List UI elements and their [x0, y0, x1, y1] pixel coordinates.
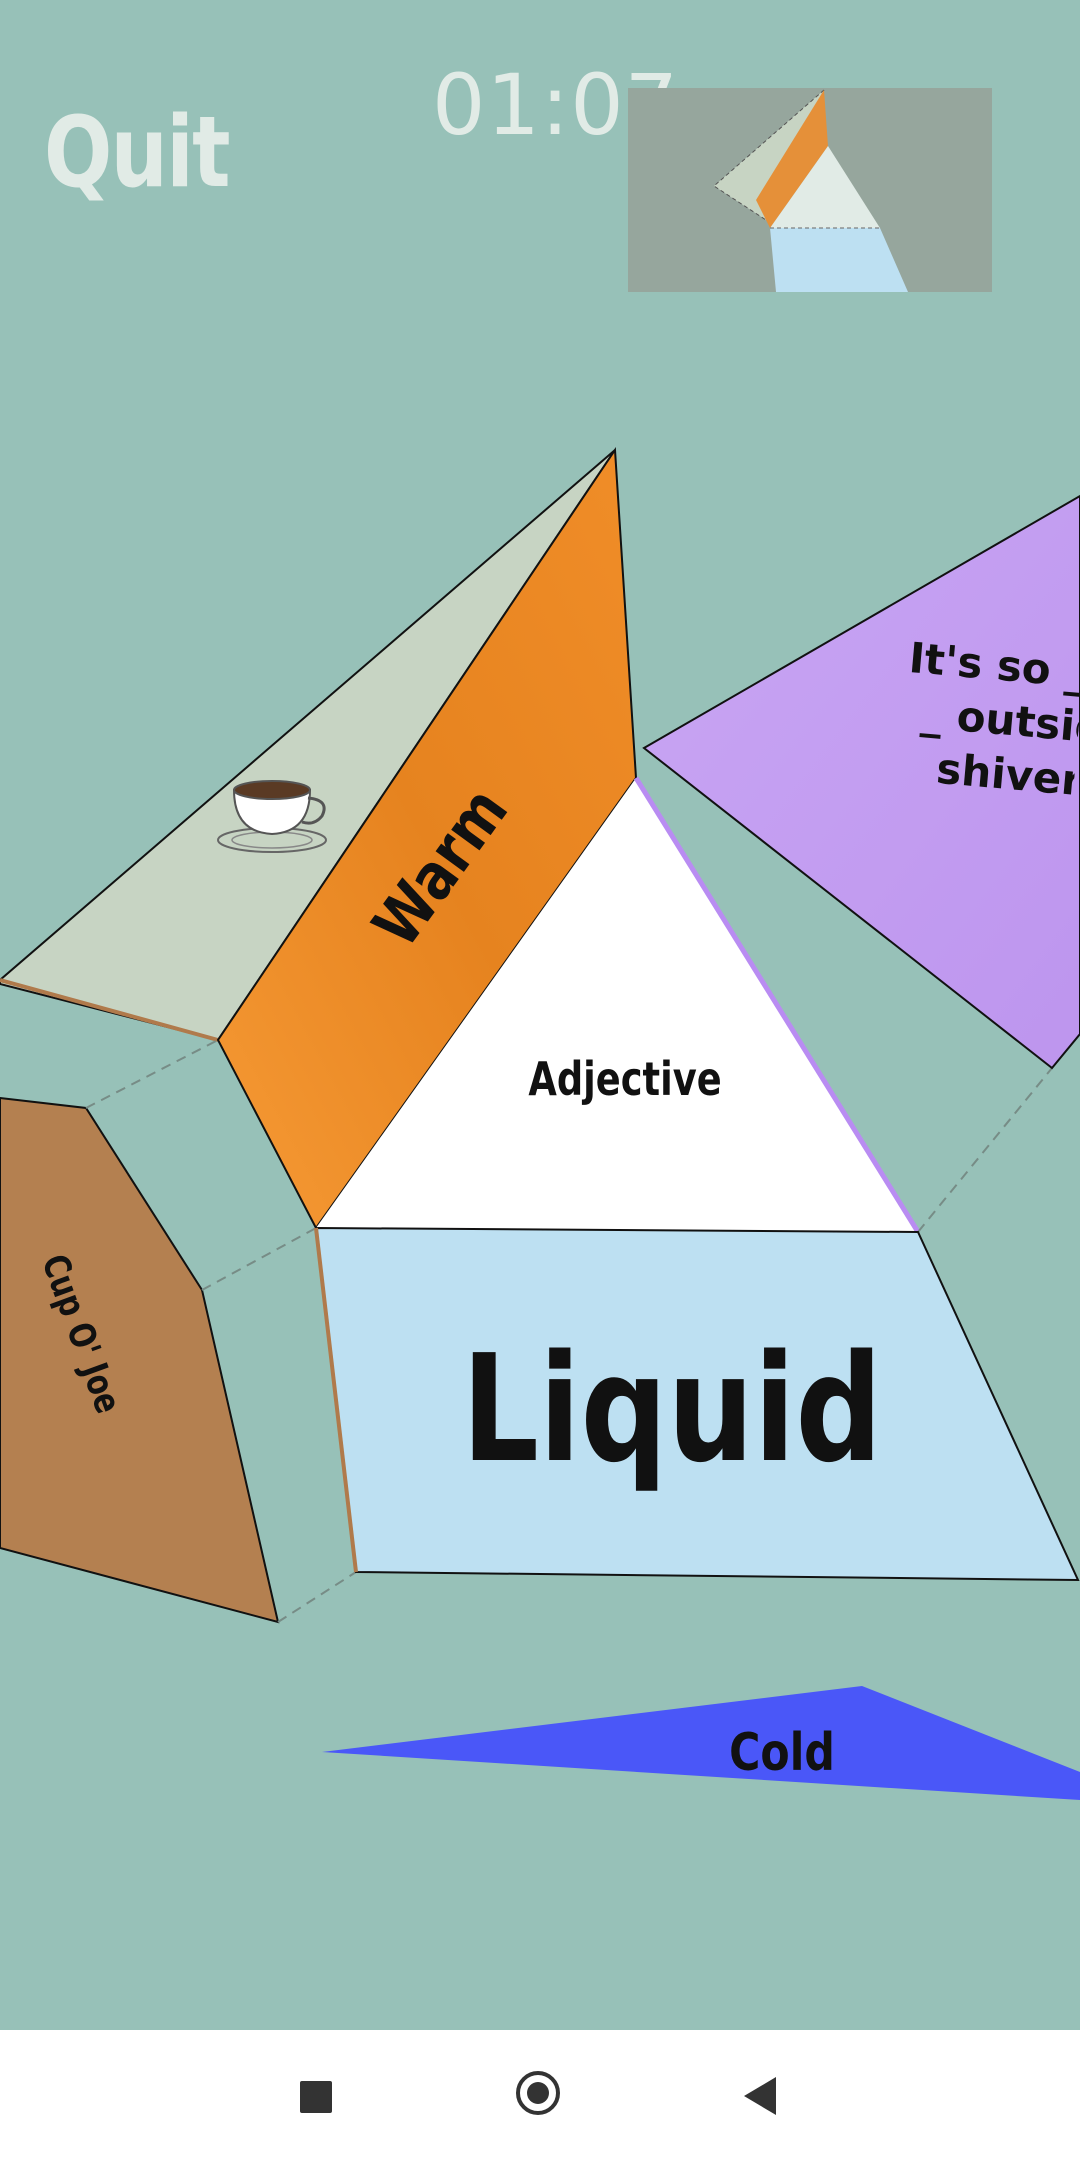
cold-label: Cold [729, 1723, 835, 1783]
home-icon[interactable] [516, 2071, 560, 2115]
recent-apps-icon[interactable] [300, 2081, 332, 2113]
coffee-cup-icon [217, 780, 327, 853]
liquid-piece[interactable]: Liquid [314, 1226, 1080, 1582]
minimap-shape [713, 89, 908, 292]
game-board: Warm Adjective Cup O' Joe Liquid It's so… [0, 447, 1080, 1800]
minimap-preview [628, 88, 992, 292]
quit-button[interactable]: Quit [44, 96, 231, 210]
sentence-piece[interactable]: It's so __ _ outside! I'm shivering [642, 494, 1080, 1070]
liquid-label: Liquid [462, 1322, 883, 1495]
cup-o-joe-piece[interactable]: Cup O' Joe [0, 1096, 280, 1624]
adjective-center-piece[interactable]: Adjective [316, 776, 921, 1234]
adjective-label: Adjective [528, 1052, 721, 1106]
cold-piece[interactable]: Cold [322, 1686, 1080, 1800]
piece-outlines [85, 1039, 1053, 1623]
back-icon[interactable] [744, 2077, 776, 2115]
